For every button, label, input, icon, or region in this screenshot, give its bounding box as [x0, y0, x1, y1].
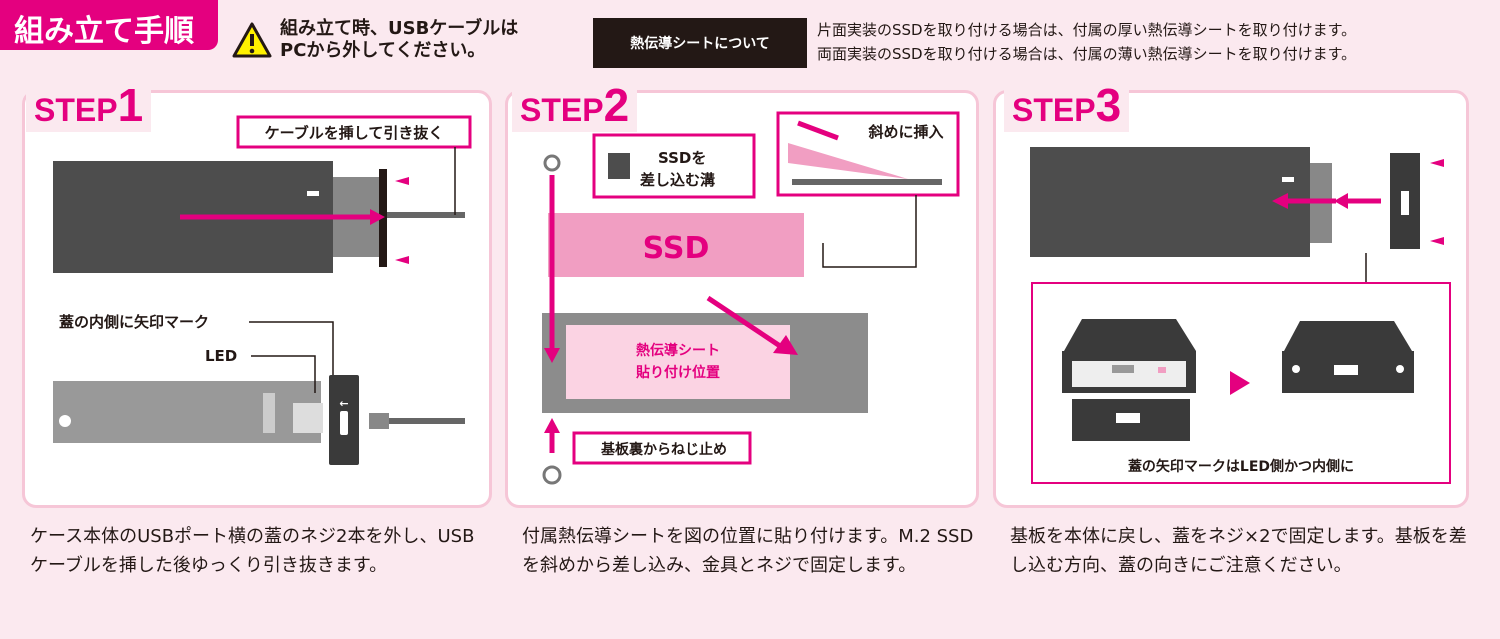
label-slot-2: 差し込む溝 [640, 171, 715, 189]
label-sheet-1: 熱伝導シート [636, 342, 720, 359]
step3-caption: 基板を本体に戻し、蓋をネジ×2で固定します。基板を差し込む方向、蓋の向きにご注意… [1010, 526, 1467, 576]
step2-caption: 付属熱伝導シートを図の位置に貼り付けます。M.2 SSDを斜めから差し込み、金具… [522, 526, 974, 576]
svg-text:←: ← [339, 397, 348, 410]
step1-diagram: ケーブルを挿して引き抜く ← 蓋の内側に矢印マーク LED [53, 115, 472, 465]
label-sheet-2: 貼り付け位置 [636, 364, 720, 381]
label-arrow-mark: 蓋の内側に矢印マーク [59, 313, 209, 331]
step2-diagram: SSDを 差し込む溝 斜めに挿入 SSD 熱伝導シート 貼り付け位置 基板裏から… [542, 111, 960, 485]
step2-heading: STEP2 [512, 78, 638, 132]
warning-line-2: PCから外してください。 [280, 40, 486, 61]
step-number: 2 [603, 79, 630, 131]
label-note: 蓋の矢印マークはLED側かつ内側に [1128, 458, 1354, 475]
step-number: 3 [1095, 79, 1122, 131]
label-cable: ケーブルを挿して引き抜く [265, 124, 444, 142]
label-led: LED [205, 347, 237, 365]
page-title: 組み立て手順 [0, 0, 218, 50]
step-number: 1 [117, 79, 144, 131]
warning-icon [232, 22, 272, 58]
sheet-note-2: 両面実装のSSDを取り付ける場合は、付属の薄い熱伝導シートを取り付けます。 [817, 45, 1357, 63]
step1-caption: ケース本体のUSBポート横の蓋のネジ2本を外し、USBケーブルを挿した後ゆっくり… [30, 526, 475, 576]
step-prefix: STEP [34, 92, 118, 128]
label-screw: 基板裏からねじ止め [601, 441, 727, 458]
step3-panel: 蓋の矢印マークはLED側かつ内側に [993, 90, 1469, 508]
step-prefix: STEP [1012, 92, 1096, 128]
step-prefix: STEP [520, 92, 604, 128]
step2-panel: SSDを 差し込む溝 斜めに挿入 SSD 熱伝導シート 貼り付け位置 基板裏から… [505, 90, 979, 508]
label-ssd: SSD [643, 231, 710, 266]
step3-heading: STEP3 [1004, 78, 1130, 132]
warning-line-1: 組み立て時、USBケーブルは [280, 18, 519, 39]
step1-panel: ケーブルを挿して引き抜く ← 蓋の内側に矢印マーク LED [22, 90, 492, 508]
step1-heading: STEP1 [26, 78, 152, 132]
label-slot-1: SSDを [658, 149, 706, 167]
step3-diagram: 蓋の矢印マークはLED側かつ内側に [1030, 147, 1451, 484]
thermal-sheet-label: 熱伝導シートについて [593, 18, 807, 68]
label-diagonal: 斜めに挿入 [867, 123, 943, 141]
sheet-note-1: 片面実装のSSDを取り付ける場合は、付属の厚い熱伝導シートを取り付けます。 [817, 21, 1357, 39]
